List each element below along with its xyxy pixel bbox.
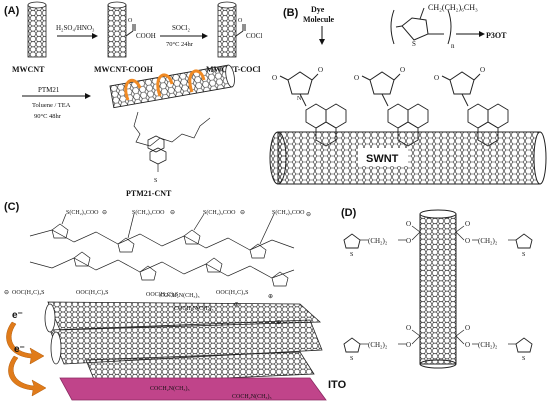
panel-a: (A) MWCNT H₂SO₄/HNO₃ O COOH MWCNT-COOH S… (4, 1, 262, 198)
swnt-tube (269, 131, 547, 185)
ur-s: S (522, 252, 525, 258)
electron-label-2: e⁻ (14, 344, 25, 355)
dye3-o-left: O (434, 74, 439, 82)
ito-substrate (59, 377, 327, 401)
ul-linker: (CH₂)₂ (368, 237, 388, 245)
cocl-group: COCl (246, 32, 262, 40)
p3ot-n: n (451, 42, 455, 50)
p3ot-label: P3OT (486, 31, 507, 40)
reagent-temp-2: 90°C 48hr (34, 113, 62, 120)
charge-plus-3: ⊕ (276, 320, 281, 326)
thiophene-ester-ul (343, 225, 421, 249)
p3ot-monomer (390, 7, 452, 45)
dye-label-line1: Dye (311, 5, 325, 14)
side-group-2: S(CH₂)₃COO (132, 209, 165, 216)
dye-molecule-2 (361, 71, 429, 147)
side-group-1: S(CH₂)₃COO (66, 209, 99, 216)
charge-plus-2: ⊕ (234, 302, 239, 308)
amide-label-4: COCH₂N(CH₃)₃ (232, 393, 272, 400)
polymer-chain-lower (29, 251, 295, 287)
cooh-o: O (128, 18, 133, 24)
charge-minus-1: ⊖ (102, 210, 107, 216)
ur-linker: (CH₂)₂ (478, 237, 498, 245)
p3ot-s-atom: S (412, 40, 416, 48)
dye3-o-right: O (480, 66, 485, 74)
mwcnt-label: MWCNT (12, 65, 45, 74)
dye2-o-right: O (400, 66, 405, 74)
ptm21-cnt-structure: S (109, 64, 235, 184)
p3ot-side-chain: CH₂(CH₂)₆CH₃ (428, 3, 478, 12)
lr-o-carbonyl: O (465, 324, 470, 332)
polymer-chain-upper (29, 213, 295, 259)
dye1-n: N (297, 96, 302, 102)
thiophene-ester-lr (455, 329, 533, 353)
cocl-o: O (238, 18, 243, 24)
ur-o: O (465, 237, 470, 245)
charge-minus-5: ⊖ (4, 290, 9, 296)
reagent-acid: H₂SO₄/HNO₃ (56, 24, 95, 32)
side-group-lower-4: OOC(H₂C)₃S (216, 289, 249, 296)
electron-label-1: e⁻ (12, 310, 23, 321)
ll-linker: (CH₂)₂ (368, 341, 388, 349)
reagent-solvent: Toluene / TEA (32, 102, 71, 109)
amide-label-2: COCH₂N(CH₃)₃ (174, 305, 214, 312)
lr-o: O (465, 341, 470, 349)
side-group-lower-2: OOC(H₂C)₃S (76, 289, 109, 296)
amide-label-3: COCH₂N(CH₃)₃ (150, 385, 190, 392)
ptm21-cnt-label: PTM21-CNT (126, 189, 172, 198)
panel-c-label: (C) (4, 201, 20, 213)
ptm21-s-atom: S (154, 178, 157, 184)
ll-s: S (350, 356, 353, 362)
ul-o: O (406, 237, 411, 245)
nanotube-bundle (44, 301, 323, 385)
mwcnt-tube (27, 1, 47, 58)
ll-o: O (406, 341, 411, 349)
dye1-o-right: O (318, 66, 323, 74)
thiophene-ester-ll (343, 329, 421, 353)
lr-s: S (522, 356, 525, 362)
panel-c: (C) S(CH₂)₃COO S(CH₂)₃COO S(CH₂)₃COO S(C… (4, 201, 347, 401)
ito-label: ITO (328, 379, 347, 391)
dye-label-line2: Molecule (303, 15, 335, 24)
panel-b: (B) Dye Molecule CH₂(CH₂)₆CH₃ S n P3OT (269, 3, 547, 185)
side-group-4: S(CH₂)₃COO (272, 209, 305, 216)
vertical-nanotube (419, 209, 457, 369)
charge-plus-1: ⊕ (268, 294, 273, 300)
thiophene-ester-ur (455, 225, 533, 249)
panel-b-label: (B) (283, 7, 299, 19)
ul-o-carbonyl: O (406, 220, 411, 228)
charge-minus-4: ⊖ (306, 212, 311, 218)
mwcnt-cocl-tube (217, 1, 246, 58)
swnt-label: SWNT (366, 153, 399, 165)
mwcnt-cooh-tube (107, 1, 136, 58)
charge-minus-2: ⊖ (170, 210, 175, 216)
electron-arrow-1 (6, 321, 45, 365)
ul-s: S (350, 252, 353, 258)
lr-linker: (CH₂)₂ (478, 341, 498, 349)
mwcnt-cooh-label: MWCNT-COOH (94, 65, 154, 74)
side-group-lower-1: OOC(H₂C)₃S (12, 289, 45, 296)
panel-a-label: (A) (4, 5, 20, 17)
dye1-o-left: O (272, 74, 277, 82)
reagent-socl2: SOCl₂ (172, 24, 191, 32)
electron-arrow-2 (8, 355, 47, 397)
reagent-ptm21: PTM21 (38, 86, 60, 94)
panel-d-label: (D) (341, 207, 357, 219)
ll-o-carbonyl: O (406, 324, 411, 332)
charge-minus-3: ⊖ (240, 210, 245, 216)
amide-label-1: COCH₂N(CH₃)₃ (160, 292, 200, 299)
cooh-group: COOH (136, 32, 156, 40)
side-group-3: S(CH₂)₃COO (203, 209, 236, 216)
reagent-temp-1: 70°C 24hr (166, 41, 194, 48)
side-group-lower-3: OOC(H₂C)₃S (146, 291, 179, 298)
panel-d: (D) S (CH₂)₂ O O O O (CH₂)₂ S (341, 207, 533, 369)
dye2-o-left: O (354, 74, 359, 82)
ur-o-carbonyl: O (465, 220, 470, 228)
mwcnt-cocl-label: MWCNT-COCl (206, 65, 261, 74)
